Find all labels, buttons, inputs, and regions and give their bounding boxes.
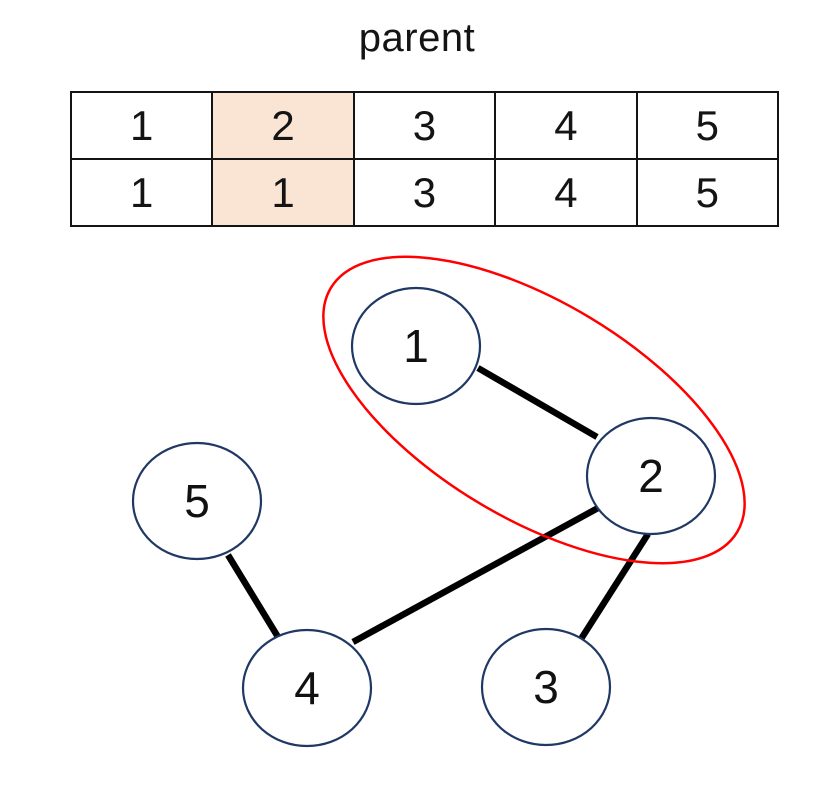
graph-edges-layer: [225, 365, 651, 645]
graph-edge-5-4: [225, 553, 281, 639]
graph-edge-1-2: [476, 365, 599, 440]
graph-node-2: [585, 416, 717, 536]
table-cell-r1-c0: 1: [69, 158, 214, 227]
table-cell-r1-c3: 4: [494, 158, 638, 227]
table-cell-r1-c2: 3: [352, 158, 497, 227]
diagram-title: parent: [358, 16, 476, 60]
graph-node-3: [480, 627, 612, 747]
table-cell-r0-c0: 1: [69, 91, 214, 160]
table-cell-r0-c4: 5: [635, 91, 780, 160]
graph-nodes-layer: 1 2 3 4 5: [131, 286, 717, 748]
table-cell-r1-c4: 5: [635, 158, 780, 227]
graph-node-1: [350, 286, 482, 406]
table-cell-r0-c1: 2: [211, 91, 355, 160]
table-cell-r0-c2: 3: [352, 91, 497, 160]
graph-node-label-3: 3: [533, 661, 559, 713]
graph-node-label-1: 1: [403, 320, 429, 372]
graph-edge-2-4: [351, 505, 600, 645]
table-cell-r1-c1: 1: [211, 158, 355, 227]
union-highlight-ellipse: [322, 255, 746, 565]
graph-node-label-5: 5: [184, 475, 210, 527]
graph-node-label-2: 2: [638, 450, 664, 502]
table-cell-r0-c3: 4: [494, 91, 638, 160]
graph-edge-2-3: [578, 532, 651, 641]
graph-node-label-4: 4: [294, 662, 320, 714]
graph-node-4: [241, 628, 373, 748]
graph-node-5: [131, 441, 263, 561]
